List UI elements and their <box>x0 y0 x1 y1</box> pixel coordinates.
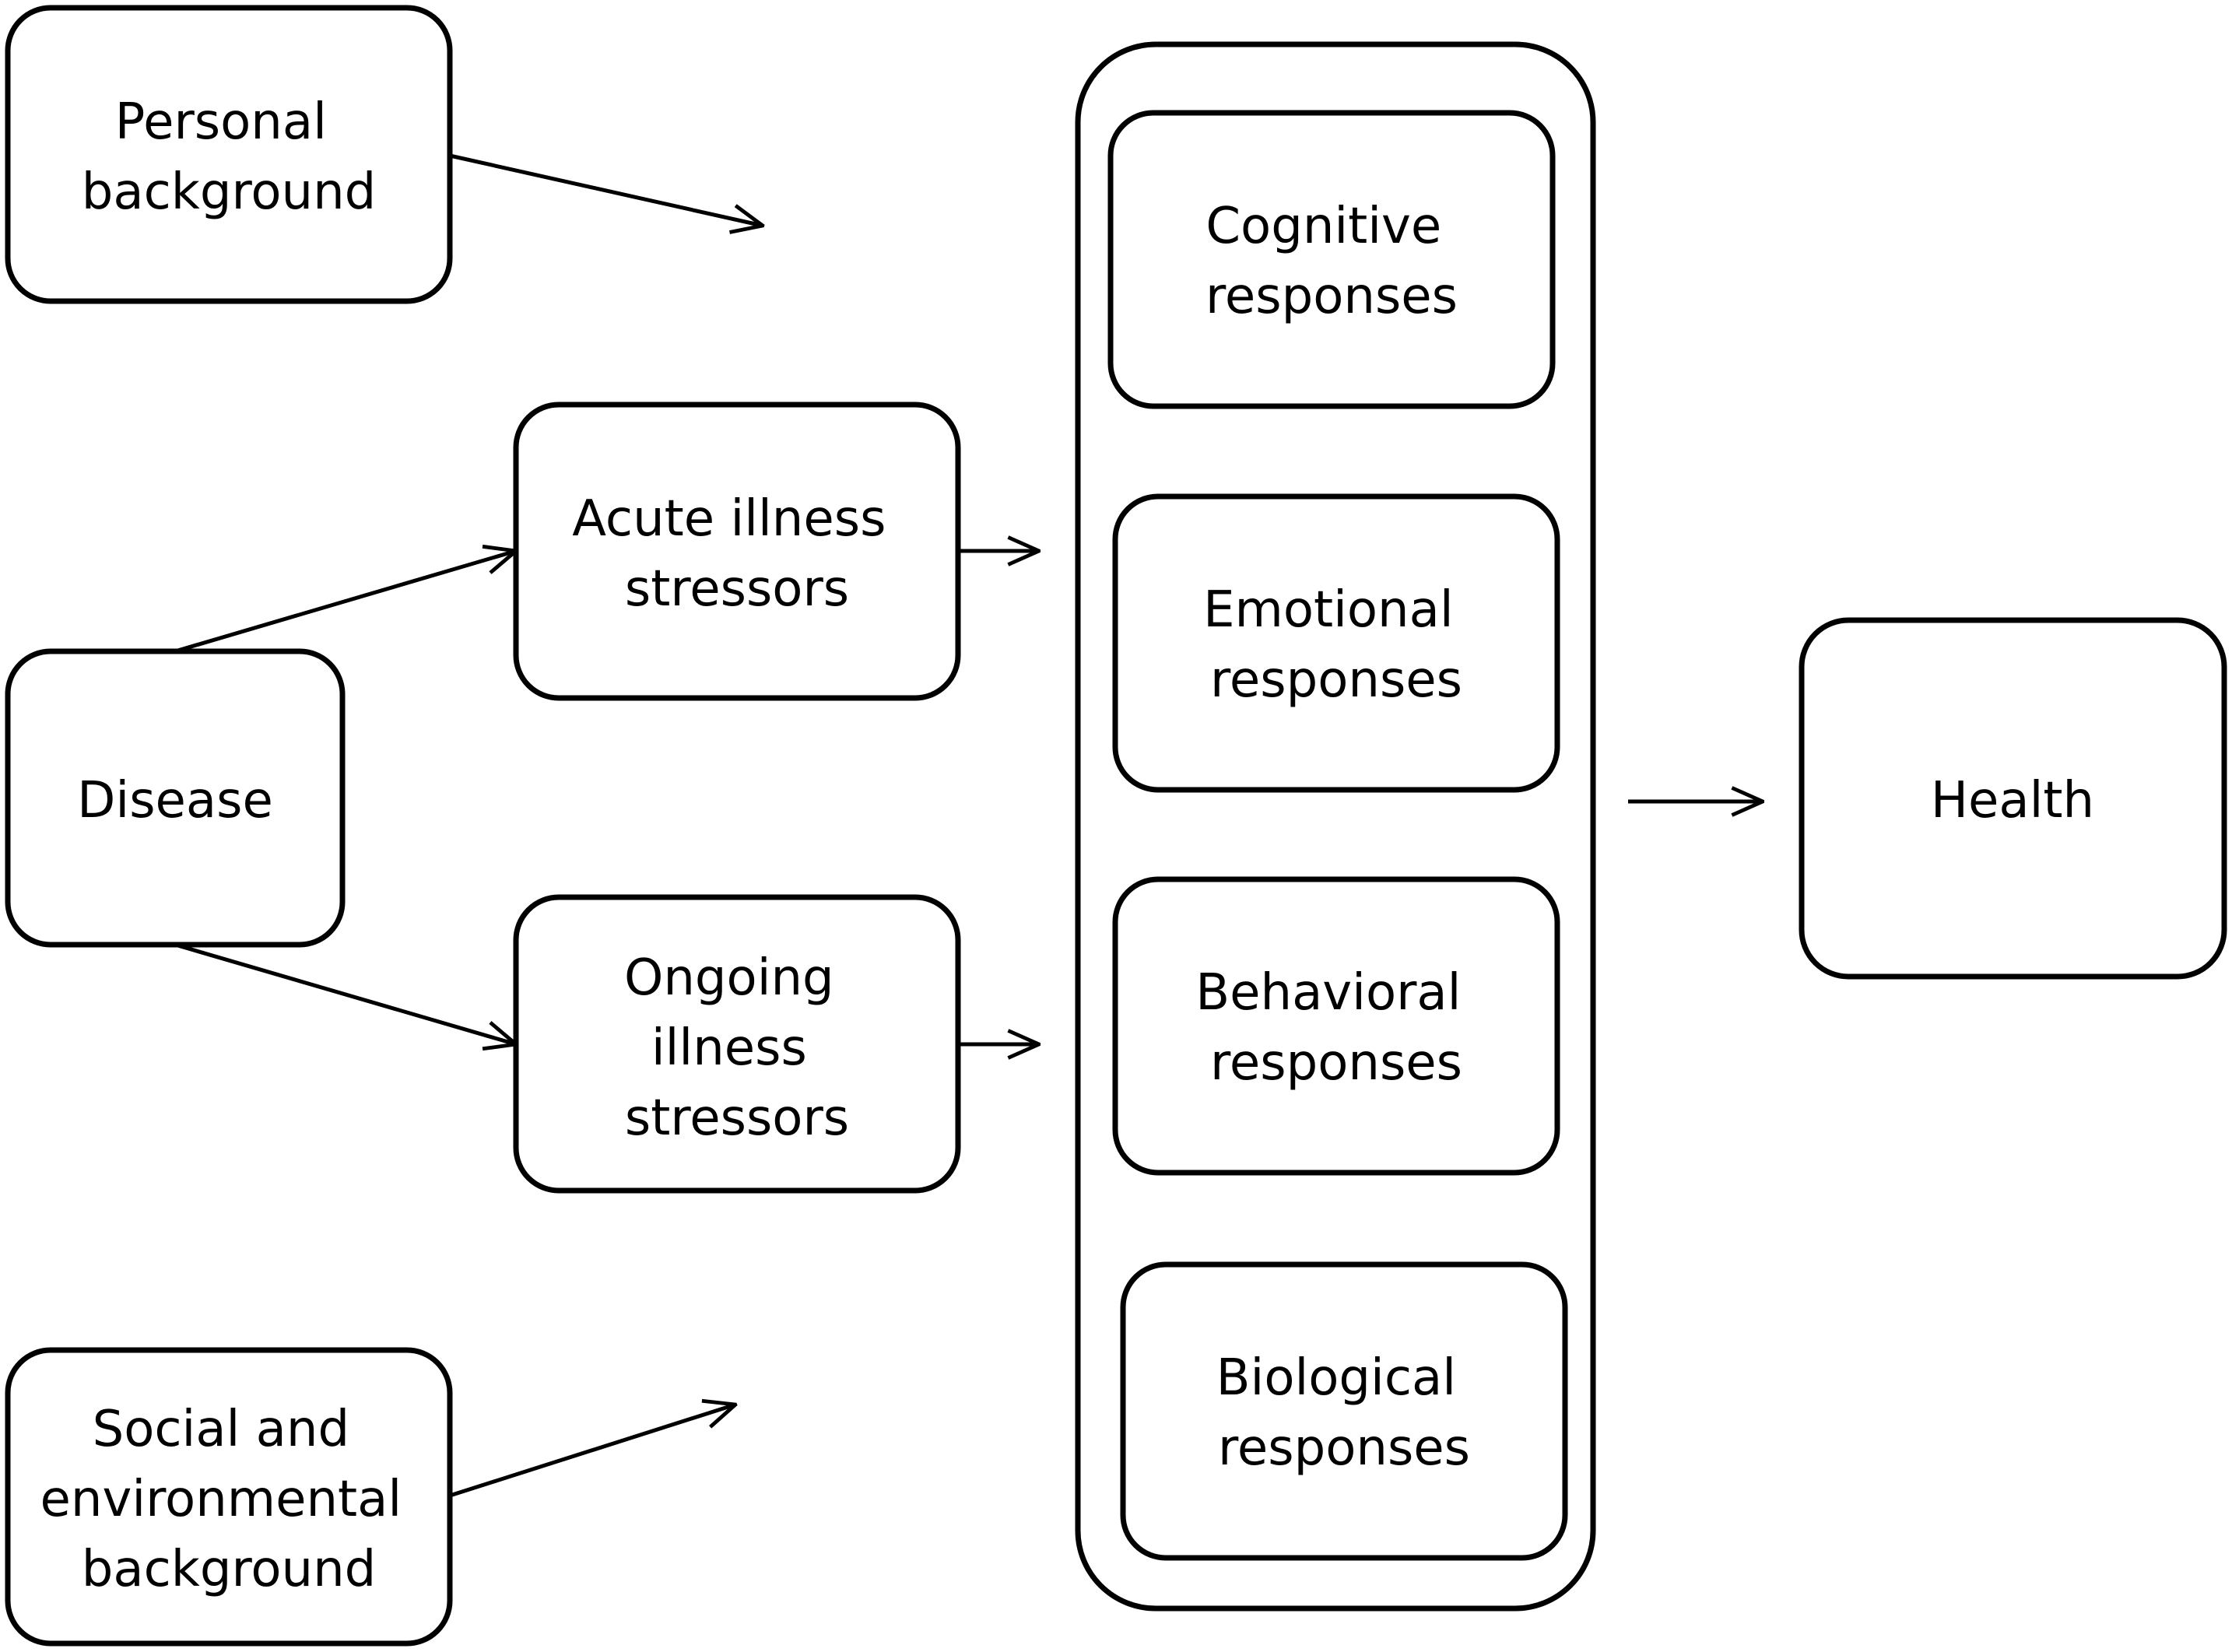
arrow-social-to-responses <box>449 1405 735 1498</box>
cognitive-responses-label: Cognitive responses <box>1205 198 1458 325</box>
arrow-disease-to-ongoing <box>174 942 516 1044</box>
acute-stressors-node: Acute illness stressors <box>513 402 961 701</box>
biological-responses-label: Biological responses <box>1216 1349 1472 1477</box>
disease-label: Disease <box>77 772 273 830</box>
arrow-personal-to-responses <box>449 153 763 226</box>
social-background-node: Social and environmental background <box>5 1347 453 1647</box>
behavioral-responses-node: Behavioral responses <box>1112 876 1560 1176</box>
arrow-disease-to-acute <box>174 551 516 654</box>
disease-node: Disease <box>5 648 346 948</box>
biological-responses-node: Biological responses <box>1120 1261 1568 1561</box>
social-background-label: Social and environmental background <box>40 1401 418 1598</box>
ongoing-stressors-node: Ongoing illness stressors <box>513 894 961 1194</box>
acute-stressors-label: Acute illness stressors <box>572 490 902 618</box>
behavioral-responses-label: Behavioral responses <box>1195 964 1477 1092</box>
personal-background-label: Personal background <box>82 93 377 221</box>
health-label: Health <box>1931 772 2094 830</box>
emotional-responses-label: Emotional responses <box>1203 581 1469 709</box>
ongoing-stressors-label: Ongoing illness stressors <box>624 949 850 1147</box>
responses-container <box>1075 41 1596 1612</box>
cognitive-responses-node: Cognitive responses <box>1107 110 1556 409</box>
emotional-responses-node: Emotional responses <box>1112 493 1560 793</box>
personal-background-node: Personal background <box>5 5 453 304</box>
health-node: Health <box>1799 617 2227 980</box>
